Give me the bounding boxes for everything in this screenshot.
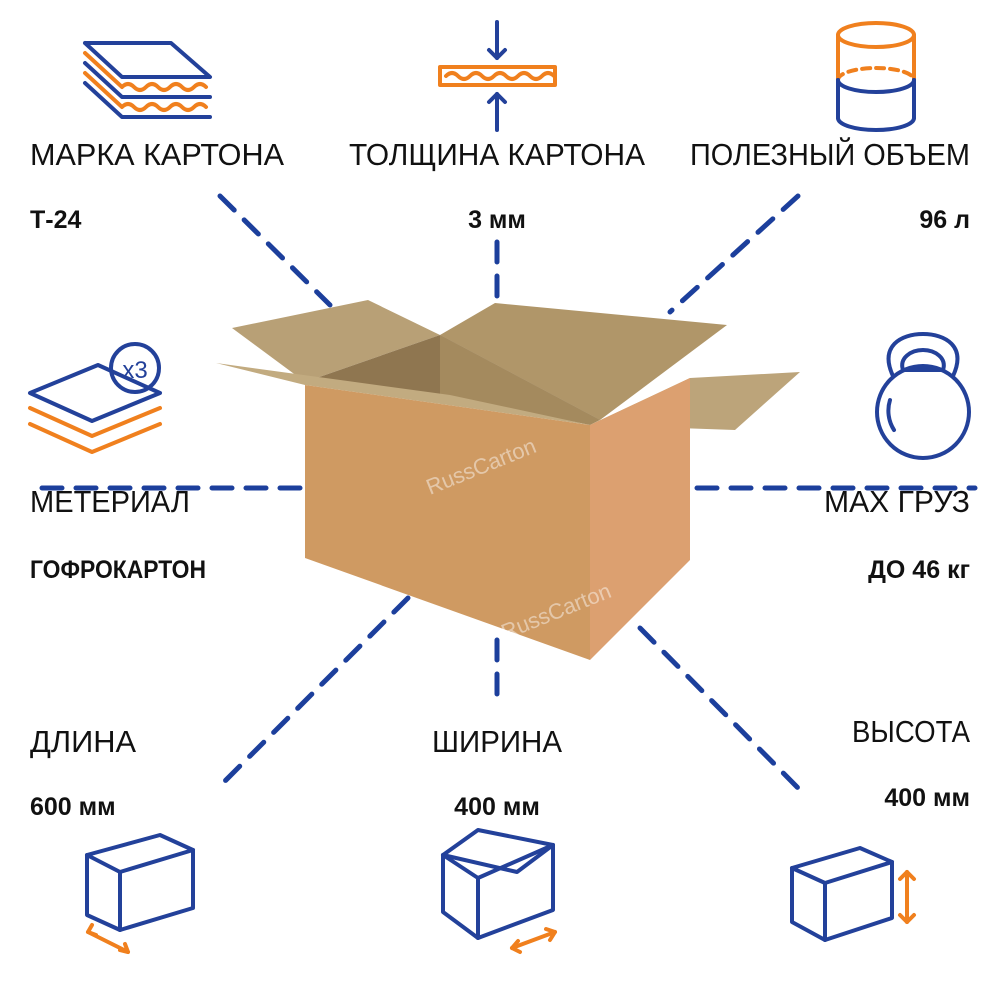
cardboard-layers-icon	[83, 41, 212, 119]
width-value: 400 мм	[454, 793, 540, 821]
height-label: ВЫСОТА	[852, 714, 970, 749]
connector-lines	[39, 193, 978, 793]
width-label: ШИРИНА	[432, 724, 562, 759]
thickness-value: 3 мм	[468, 206, 526, 234]
cylinder-volume-icon	[836, 21, 916, 132]
connector-length	[213, 595, 411, 793]
length-label: ДЛИНА	[30, 724, 136, 759]
cube-height-icon	[790, 846, 916, 942]
length-value: 600 мм	[30, 793, 116, 821]
max-load-label: MAX ГРУЗ	[824, 484, 970, 519]
connector-volume	[667, 193, 801, 315]
connector-grade	[217, 193, 333, 308]
cube-length-icon	[85, 833, 195, 954]
thickness-icon	[438, 20, 557, 132]
volume-value: 96 л	[919, 206, 970, 234]
badge-x3	[109, 342, 161, 394]
cardboard-box-image: RussCarton RussCarton	[216, 300, 800, 660]
grade-label: МАРКА КАРТОНА	[30, 137, 284, 172]
volume-label: ПОЛЕЗНЫЙ ОБЪЕМ	[690, 136, 970, 172]
sheets-stack-icon: x3	[28, 342, 162, 454]
thickness-label: ТОЛЩИНА КАРТОНА	[349, 137, 645, 172]
material-value: ГОФРОКАРТОН	[30, 556, 206, 584]
max-load-value: ДО 46 кг	[868, 556, 970, 584]
kettlebell-icon	[875, 332, 971, 460]
cube-width-icon	[441, 828, 557, 954]
material-label: МЕТЕРИАЛ	[30, 484, 190, 519]
grade-value: Т-24	[30, 206, 82, 234]
connector-height	[637, 625, 803, 793]
layers-count-badge: x3	[122, 357, 147, 384]
height-value: 400 мм	[884, 784, 970, 812]
